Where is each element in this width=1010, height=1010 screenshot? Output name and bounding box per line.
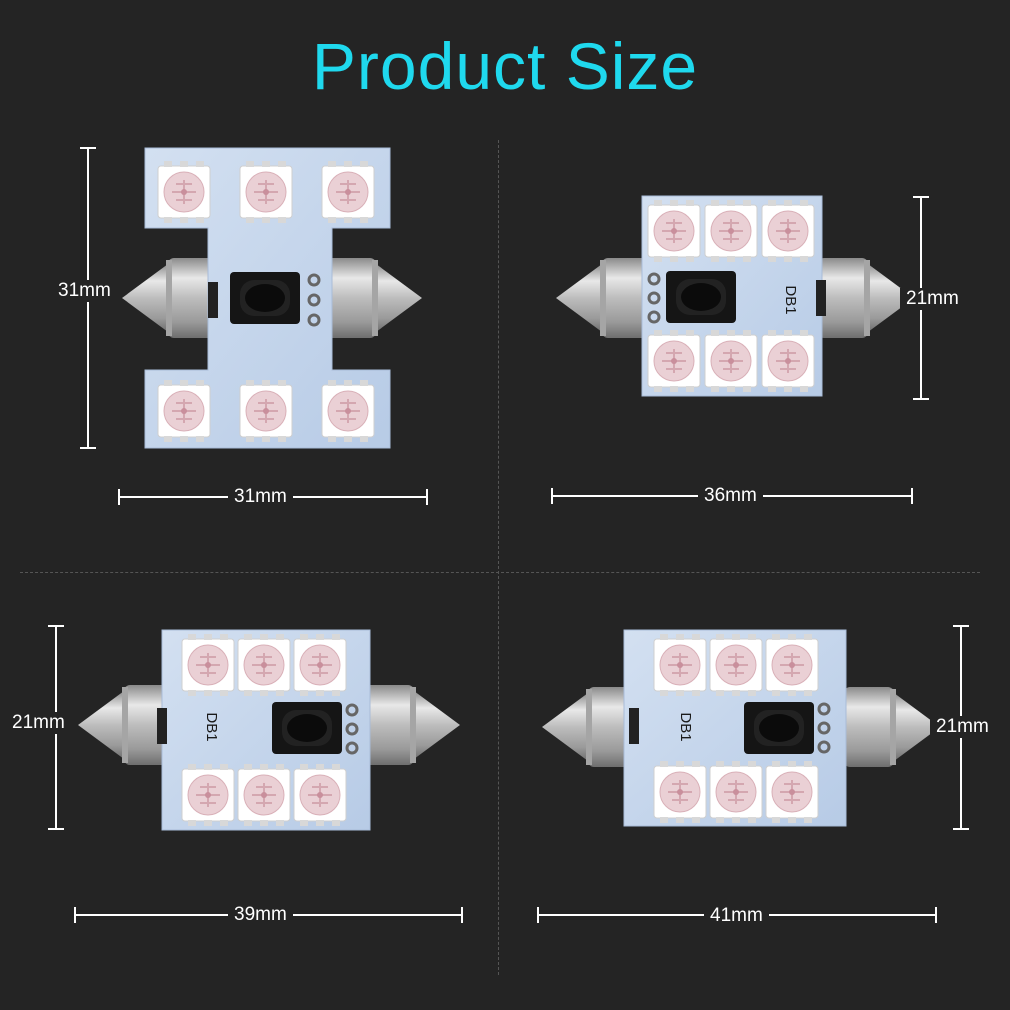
product-3-height-label: 21mm bbox=[6, 712, 71, 734]
product-2-ir-sensor bbox=[666, 271, 736, 323]
product-2-pcb-marking: DB1 bbox=[782, 285, 799, 314]
product-2-illustration bbox=[551, 195, 929, 504]
product-4-height-label: 21mm bbox=[930, 716, 995, 738]
product-3-length-label: 39mm bbox=[228, 904, 293, 926]
vertical-divider bbox=[498, 140, 499, 975]
product-4-ir-sensor bbox=[744, 702, 814, 754]
page-title: Product Size bbox=[311, 29, 699, 103]
product-3-pcb-marking: DB1 bbox=[203, 712, 220, 741]
product-3-right-cap bbox=[364, 685, 460, 765]
product-1-length-label: 31mm bbox=[228, 486, 293, 508]
product-4-right-cap bbox=[844, 687, 940, 767]
product-2-left-cap bbox=[556, 258, 652, 338]
product-4-pcb-marking: DB1 bbox=[677, 712, 694, 741]
product-1-ir-sensor bbox=[230, 272, 300, 324]
product-1-height-label: 31mm bbox=[52, 280, 117, 302]
product-3-ir-sensor bbox=[272, 702, 342, 754]
product-1-illustration bbox=[80, 147, 428, 505]
product-4-length-label: 41mm bbox=[704, 905, 769, 927]
product-1-left-cap bbox=[122, 258, 218, 338]
product-3-illustration bbox=[48, 625, 463, 923]
horizontal-divider bbox=[20, 572, 980, 573]
product-1-right-cap bbox=[326, 258, 422, 338]
product-2-height-label: 21mm bbox=[900, 288, 965, 310]
product-2-length-label: 36mm bbox=[698, 485, 763, 507]
product-4-illustration bbox=[537, 625, 969, 923]
